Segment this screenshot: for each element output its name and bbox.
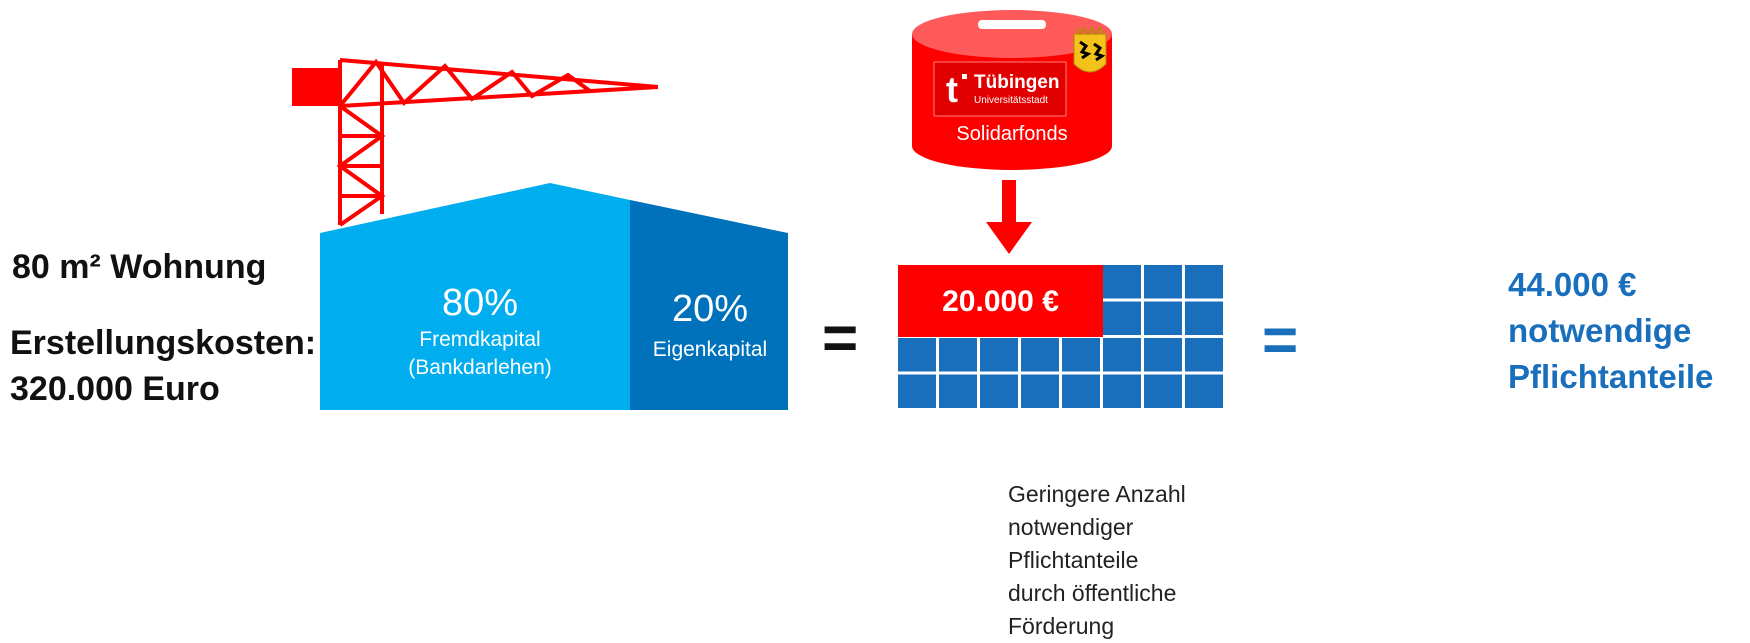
eigenkapital-label: Eigenkapital	[652, 338, 768, 361]
share-cell	[1185, 338, 1223, 372]
crane-jib-bottom	[339, 85, 659, 108]
result-line2: notwendige	[1508, 312, 1692, 349]
construction-costs: Erstellungskosten: 320.000 Euro	[10, 320, 316, 412]
equals-sign-1: =	[822, 304, 859, 373]
crane-counterweight	[292, 68, 342, 106]
share-cell	[980, 374, 1018, 408]
subsidy-block	[898, 265, 1103, 337]
share-cell	[1103, 301, 1141, 335]
result-line3: Pflichtanteile	[1508, 358, 1714, 395]
share-cell	[1185, 374, 1223, 408]
costs-value: 320.000 Euro	[10, 370, 220, 408]
note-line: durch öffentliche	[1008, 580, 1177, 606]
note-line: Förderung	[1008, 613, 1115, 639]
share-cell	[1103, 338, 1141, 372]
share-cell	[1144, 374, 1182, 408]
fund-lid	[912, 10, 1112, 58]
fremdkapital-label: Fremdkapital	[419, 328, 541, 351]
house-eigenkapital-section	[630, 200, 788, 410]
share-cell	[1021, 374, 1059, 408]
eigenkapital-percent: 20%	[671, 288, 749, 330]
share-cell	[939, 338, 977, 372]
share-cell	[1062, 338, 1100, 372]
share-cell	[1144, 301, 1182, 335]
share-cell	[980, 338, 1018, 372]
shares-grid	[898, 265, 1226, 411]
share-cell	[1185, 301, 1223, 335]
share-cell	[1103, 265, 1141, 299]
fund-brand-sub: Universitätsstadt	[974, 95, 1048, 106]
share-cell	[1144, 338, 1182, 372]
coin-slot	[978, 20, 1046, 29]
solidarfonds-box: t	[912, 10, 1112, 170]
note-line: notwendiger Pflichtanteile	[1008, 514, 1139, 573]
equals-sign-2: =	[1262, 306, 1299, 375]
result-amount: 44.000 €	[1508, 266, 1637, 303]
result-text: 44.000 € notwendige Pflichtanteile	[1508, 262, 1713, 400]
crane-jib-truss	[338, 58, 592, 108]
fremdkapital-percent: 80%	[441, 282, 519, 324]
costs-label: Erstellungskosten:	[10, 324, 317, 362]
share-cell	[898, 338, 936, 372]
share-cell	[1144, 265, 1182, 299]
share-cell	[939, 374, 977, 408]
subsidy-amount: 20.000 €	[942, 285, 1059, 318]
arrow-down-icon	[986, 180, 1032, 254]
fund-name: Solidarfonds	[956, 123, 1068, 145]
bankdarlehen-label: (Bankdarlehen)	[408, 356, 552, 379]
note-line: Geringere Anzahl	[1008, 481, 1186, 507]
share-cell	[898, 374, 936, 408]
crane-jib-top	[339, 58, 659, 89]
share-cell	[1185, 265, 1223, 299]
apartment-size: 80 m² Wohnung	[12, 248, 267, 286]
house-fremdkapital-section	[320, 183, 630, 410]
svg-text:t: t	[946, 69, 958, 110]
subsidy-note: Geringere Anzahl notwendiger Pflichtante…	[1008, 478, 1268, 643]
share-cell	[1062, 374, 1100, 408]
coat-of-arms-icon	[1073, 26, 1107, 73]
share-cell	[1021, 338, 1059, 372]
fund-brand: Tübingen	[974, 72, 1060, 93]
share-cell	[1103, 374, 1141, 408]
